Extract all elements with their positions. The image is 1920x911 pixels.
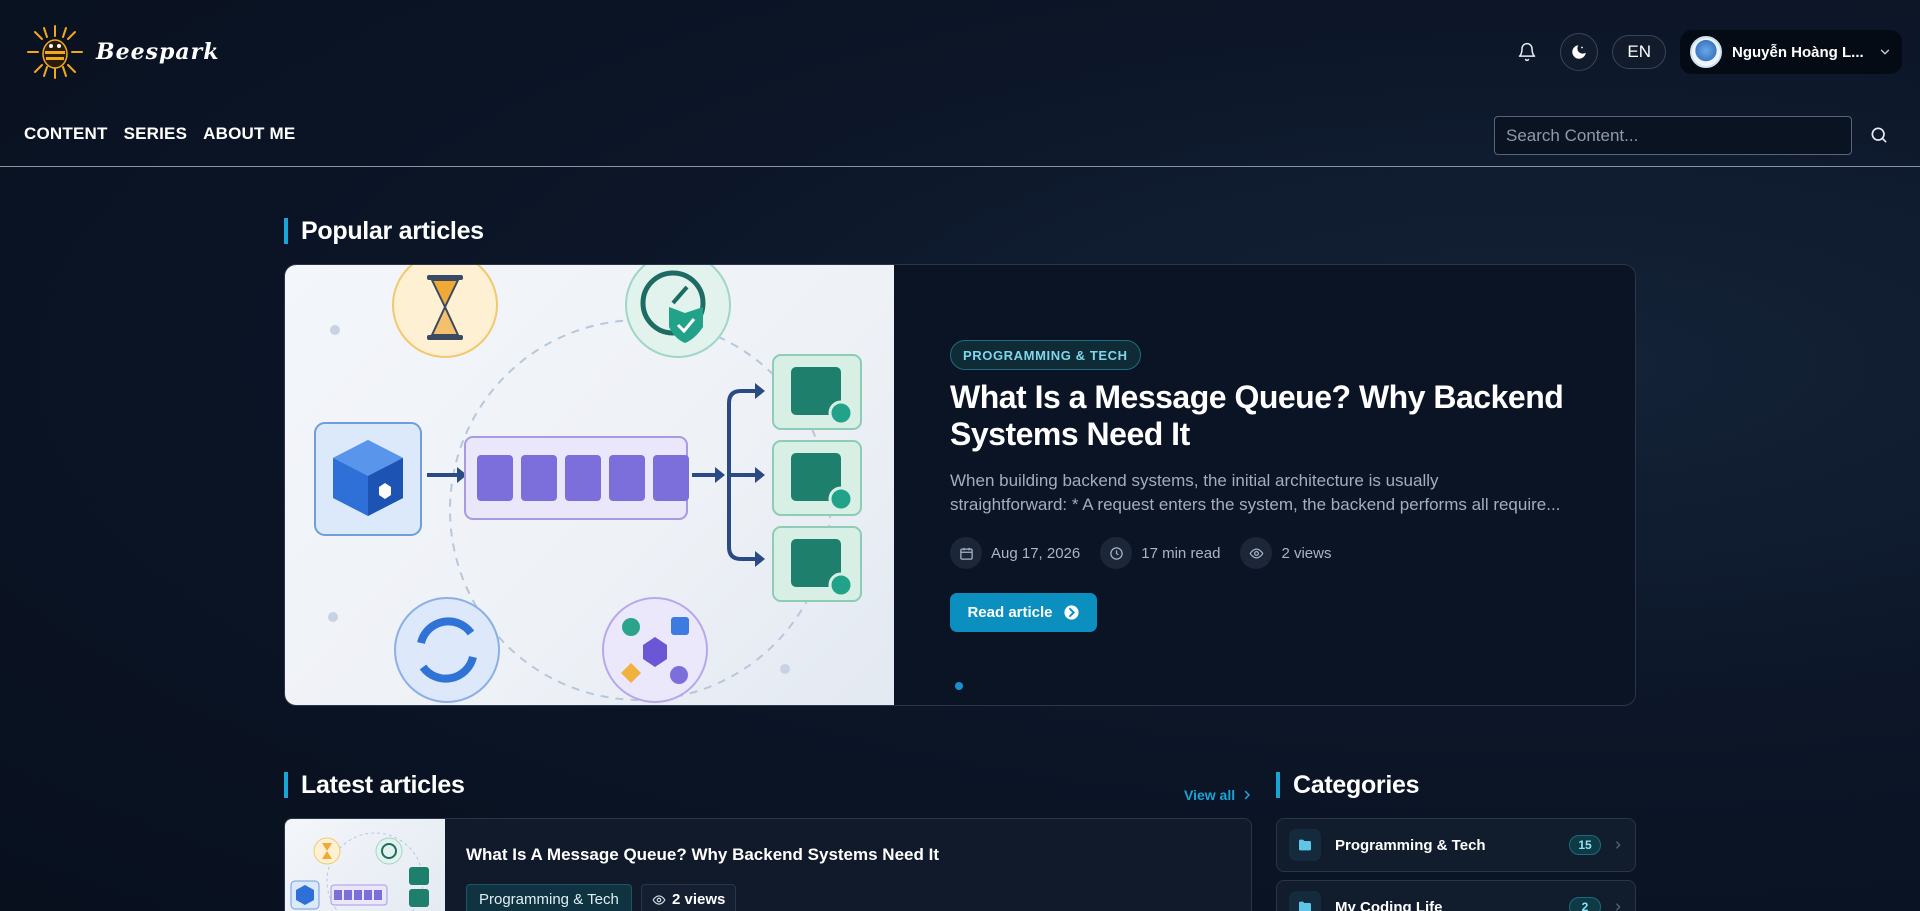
view-count: 2 views xyxy=(1240,537,1332,569)
chevron-down-icon xyxy=(1880,49,1890,55)
article-views-text: 2 views xyxy=(672,891,726,908)
user-name: Nguyễn Hoàng L... xyxy=(1732,43,1864,61)
article-thumbnail[interactable] xyxy=(285,819,445,911)
arrow-right-circle-icon xyxy=(1063,605,1079,620)
read-article-button[interactable]: Read article xyxy=(950,593,1097,632)
popular-section-title: Popular articles xyxy=(284,218,484,244)
category-badge[interactable]: PROGRAMMING & TECH xyxy=(950,340,1141,370)
clock-icon xyxy=(1100,537,1133,569)
bell-icon xyxy=(1519,42,1536,62)
carousel-dot-active[interactable] xyxy=(955,682,963,690)
view-all-label: View all xyxy=(1184,787,1236,803)
bee-logo-icon xyxy=(24,24,86,80)
chevron-right-icon xyxy=(1613,839,1623,851)
publish-date-text: Aug 17, 2026 xyxy=(991,544,1081,562)
featured-article-image[interactable] xyxy=(285,265,894,705)
nav-item-content[interactable]: CONTENT xyxy=(24,124,108,143)
moon-icon xyxy=(1572,45,1587,59)
excerpt-line-1: When building backend systems, the initi… xyxy=(950,471,1439,490)
search-input[interactable] xyxy=(1495,117,1851,154)
category-label: Programming & Tech xyxy=(1335,836,1486,854)
view-all-link[interactable]: View all xyxy=(1184,787,1253,803)
user-menu-button[interactable]: Nguyễn Hoàng L... xyxy=(1680,30,1902,74)
search-field xyxy=(1494,116,1852,155)
nav-item-about-me[interactable]: ABOUT ME xyxy=(203,124,296,143)
notifications-button[interactable] xyxy=(1508,33,1546,71)
avatar xyxy=(1690,36,1722,68)
read-time-text: 17 min read xyxy=(1141,544,1221,562)
category-item-my-coding-life[interactable]: My Coding Life 2 xyxy=(1276,880,1636,911)
category-count-badge: 2 xyxy=(1569,897,1601,911)
article-category-tag[interactable]: Programming & Tech xyxy=(466,884,632,911)
main-nav: CONTENT SERIES ABOUT ME xyxy=(24,124,295,144)
excerpt-line-2: straightforward: * A request enters the … xyxy=(950,495,1561,514)
eye-icon xyxy=(1240,537,1273,569)
chevron-right-icon xyxy=(1244,790,1251,800)
language-button[interactable]: EN xyxy=(1612,35,1666,69)
article-title[interactable]: What Is A Message Queue? Why Backend Sys… xyxy=(466,845,939,864)
theme-toggle-button[interactable] xyxy=(1560,33,1599,71)
category-item-programming-tech[interactable]: Programming & Tech 15 xyxy=(1276,818,1636,872)
chevron-right-icon xyxy=(1613,901,1623,911)
read-article-label: Read article xyxy=(967,604,1053,621)
featured-article-title[interactable]: What Is a Message Queue? Why Backend Sys… xyxy=(950,379,1564,452)
categories-section-title: Categories xyxy=(1276,772,1420,798)
view-count-text: 2 views xyxy=(1281,544,1332,562)
search-icon xyxy=(1871,127,1887,143)
brand-logo[interactable]: Beespark xyxy=(24,24,219,80)
header-actions: EN Nguyễn Hoàng L... xyxy=(1508,30,1902,74)
eye-icon xyxy=(652,894,666,905)
featured-article-excerpt: When building backend systems, the initi… xyxy=(950,469,1590,517)
nav-item-series[interactable]: SERIES xyxy=(123,124,188,143)
search-button[interactable] xyxy=(1866,122,1892,148)
featured-article-card[interactable]: PROGRAMMING & TECH What Is a Message Que… xyxy=(284,264,1636,706)
brand-name: Beespark xyxy=(96,39,220,65)
latest-section-title: Latest articles xyxy=(284,772,465,798)
category-count-badge: 15 xyxy=(1569,835,1601,855)
folder-icon xyxy=(1289,829,1321,861)
featured-article-body: PROGRAMMING & TECH What Is a Message Que… xyxy=(950,265,1590,705)
calendar-icon xyxy=(950,537,982,569)
read-time: 17 min read xyxy=(1100,537,1220,569)
list-item[interactable]: What Is A Message Queue? Why Backend Sys… xyxy=(284,818,1252,911)
article-meta: Aug 17, 2026 17 min read 2 views xyxy=(950,537,1332,569)
site-header: Beespark EN Nguyễn Hoàng L... CONTENT SE… xyxy=(0,0,1920,167)
folder-icon xyxy=(1289,891,1321,911)
article-views: 2 views xyxy=(641,884,737,911)
category-label: My Coding Life xyxy=(1335,898,1443,911)
publish-date: Aug 17, 2026 xyxy=(950,537,1080,569)
